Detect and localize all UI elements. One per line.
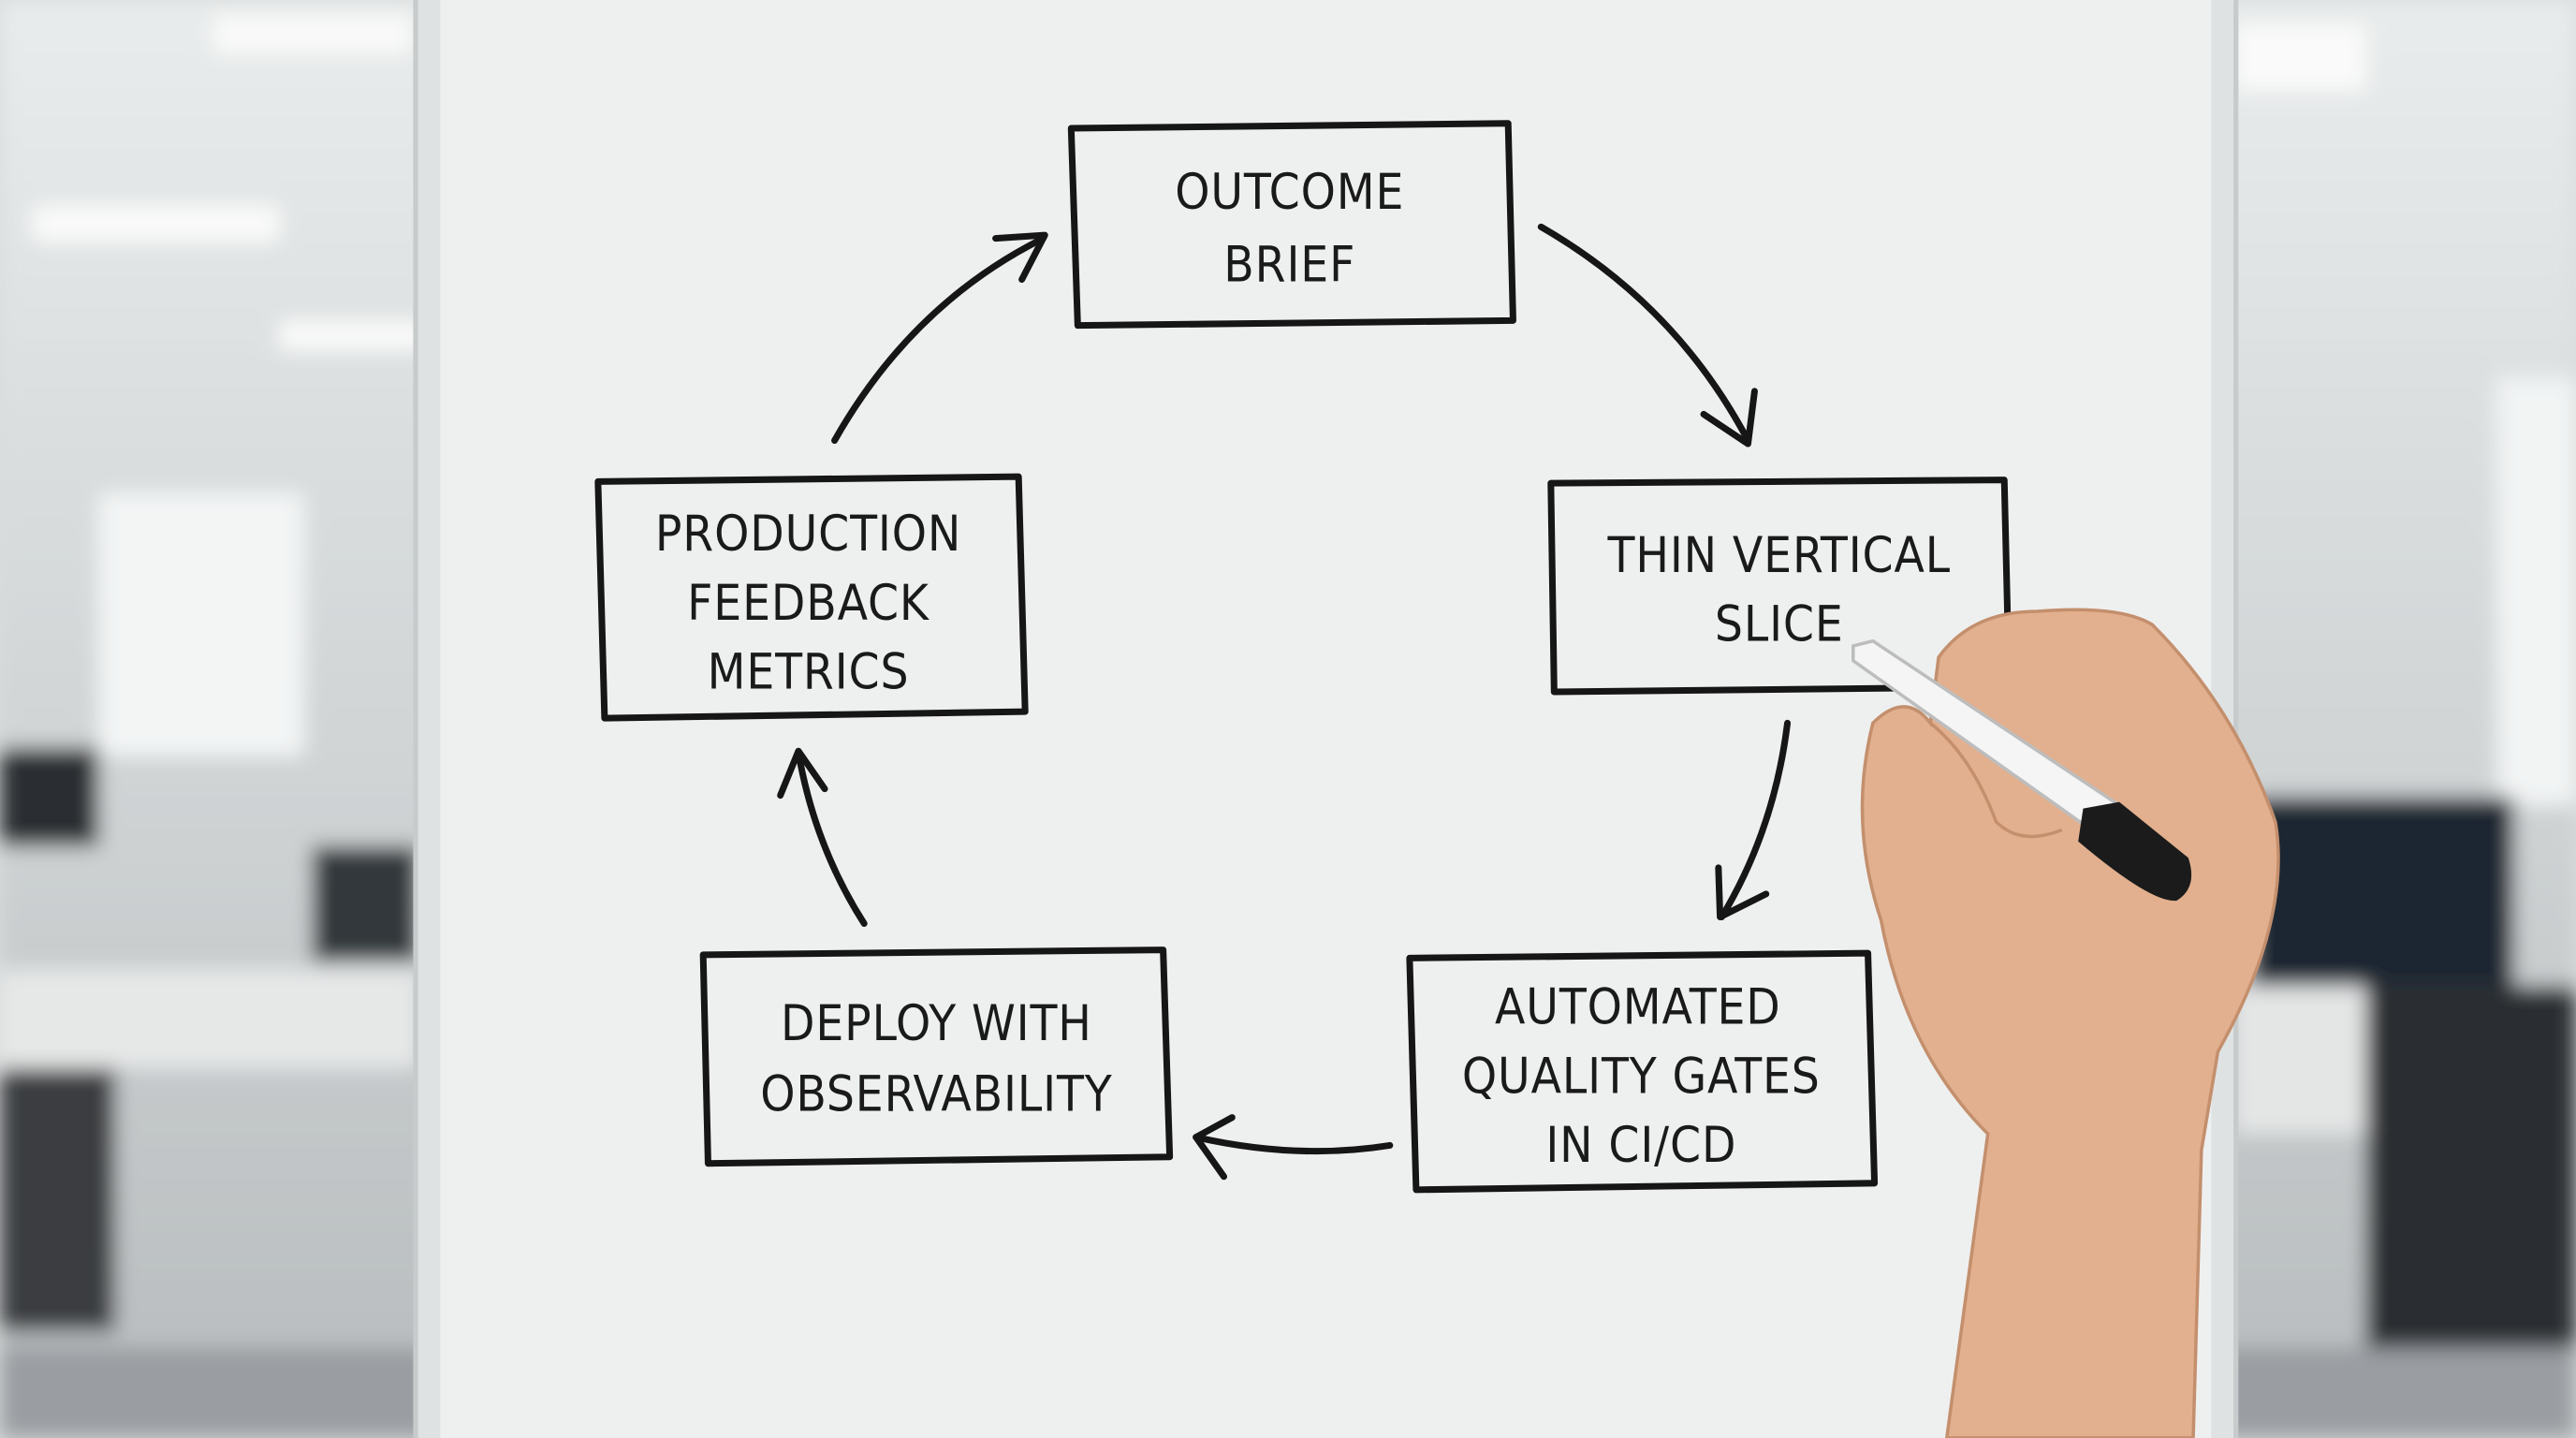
- node-label-line: BRIEF: [1223, 236, 1355, 293]
- node-label-line: THIN VERTICAL: [1607, 527, 1951, 584]
- node-production-feedback-metrics: PRODUCTION FEEDBACK METRICS: [594, 473, 1029, 722]
- node-label-line: QUALITY GATES: [1462, 1048, 1821, 1105]
- node-label-line: PRODUCTION: [655, 506, 961, 563]
- node-automated-quality-gates: AUTOMATED QUALITY GATES IN CI/CD: [1406, 949, 1879, 1194]
- arrow-slice-to-gates: [1715, 719, 1792, 920]
- arrow-gates-to-deploy: [1193, 1114, 1394, 1181]
- hand-with-marker: [1852, 608, 2280, 1438]
- arrow-deploy-to-feedback: [777, 747, 868, 928]
- node-label-line: FEEDBACK: [687, 575, 930, 632]
- node-label-line: AUTOMATED: [1495, 979, 1781, 1036]
- node-label-line: METRICS: [708, 644, 910, 701]
- node-outcome-brief: OUTCOME BRIEF: [1067, 120, 1516, 330]
- node-label-line: DEPLOY WITH: [781, 995, 1092, 1052]
- arrow-feedback-to-outcome: [831, 231, 1048, 445]
- node-label-line: SLICE: [1715, 596, 1844, 653]
- node-label-line: IN CI/CD: [1545, 1117, 1736, 1174]
- node-label-line: OUTCOME: [1175, 164, 1404, 221]
- node-label-line: OBSERVABILITY: [760, 1066, 1112, 1123]
- node-deploy-with-observability: DEPLOY WITH OBSERVABILITY: [699, 946, 1174, 1167]
- arrow-outcome-to-slice: [1537, 223, 1758, 448]
